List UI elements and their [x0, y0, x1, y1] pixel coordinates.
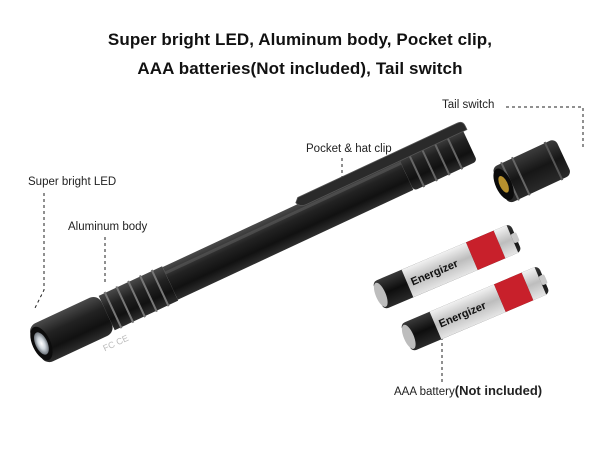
tail-switch-cap	[493, 140, 570, 203]
battery-label-text: AAA battery	[394, 386, 455, 398]
grip-rings	[98, 266, 179, 331]
battery-not-included-note: (Not included)	[454, 383, 543, 398]
headline-line-1: Super bright LED, Aluminum body, Pocket …	[107, 30, 493, 49]
pocket-clip	[295, 121, 468, 206]
aluminum-body-label: Aluminum body	[68, 221, 148, 233]
tail-switch-label: Tail switch	[442, 99, 495, 111]
led-label: Super bright LED	[28, 176, 117, 188]
tail-switch-leader	[506, 106, 584, 150]
battery-label: AAA battery(Not included)	[394, 383, 542, 398]
headline-line-2: AAA batteries(Not included), Tail switch	[137, 59, 463, 78]
flashlight: FC CE	[30, 121, 476, 363]
tail-rings	[399, 128, 476, 190]
led-leader	[33, 193, 45, 311]
led-lens	[34, 332, 49, 355]
battery-1: Energizer	[373, 225, 521, 309]
spring-contact	[498, 175, 509, 193]
flashlight-body	[162, 157, 414, 300]
pocket-clip-label: Pocket & hat clip	[306, 143, 392, 155]
